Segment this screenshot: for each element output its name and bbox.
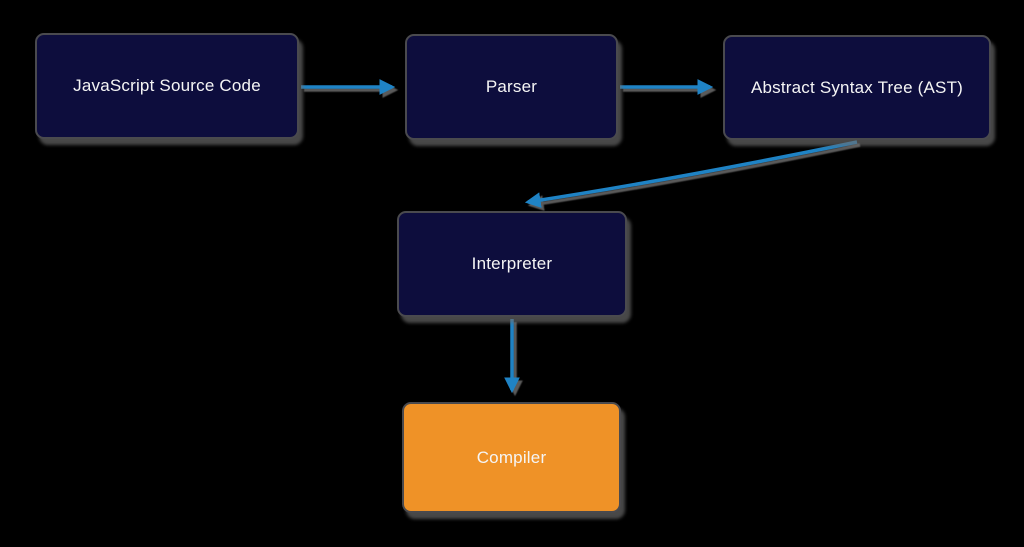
node-compiler: Compiler (402, 402, 621, 513)
node-label-compiler: Compiler (476, 447, 547, 467)
node-abstract-syntax-tree: Abstract Syntax Tree (AST) (723, 35, 991, 140)
node-parser: Parser (405, 34, 618, 140)
edge-ast-to-interpreter (524, 140, 858, 208)
node-label-parser: Parser (485, 77, 538, 96)
node-javascript-source-code: JavaScript Source Code (35, 33, 299, 139)
node-label-javascript-source-code: JavaScript Source Code (73, 76, 261, 95)
node-label-interpreter: Interpreter (471, 254, 553, 273)
node-label-abstract-syntax-tree: Abstract Syntax Tree (AST) (750, 77, 964, 97)
node-interpreter: Interpreter (397, 211, 627, 317)
